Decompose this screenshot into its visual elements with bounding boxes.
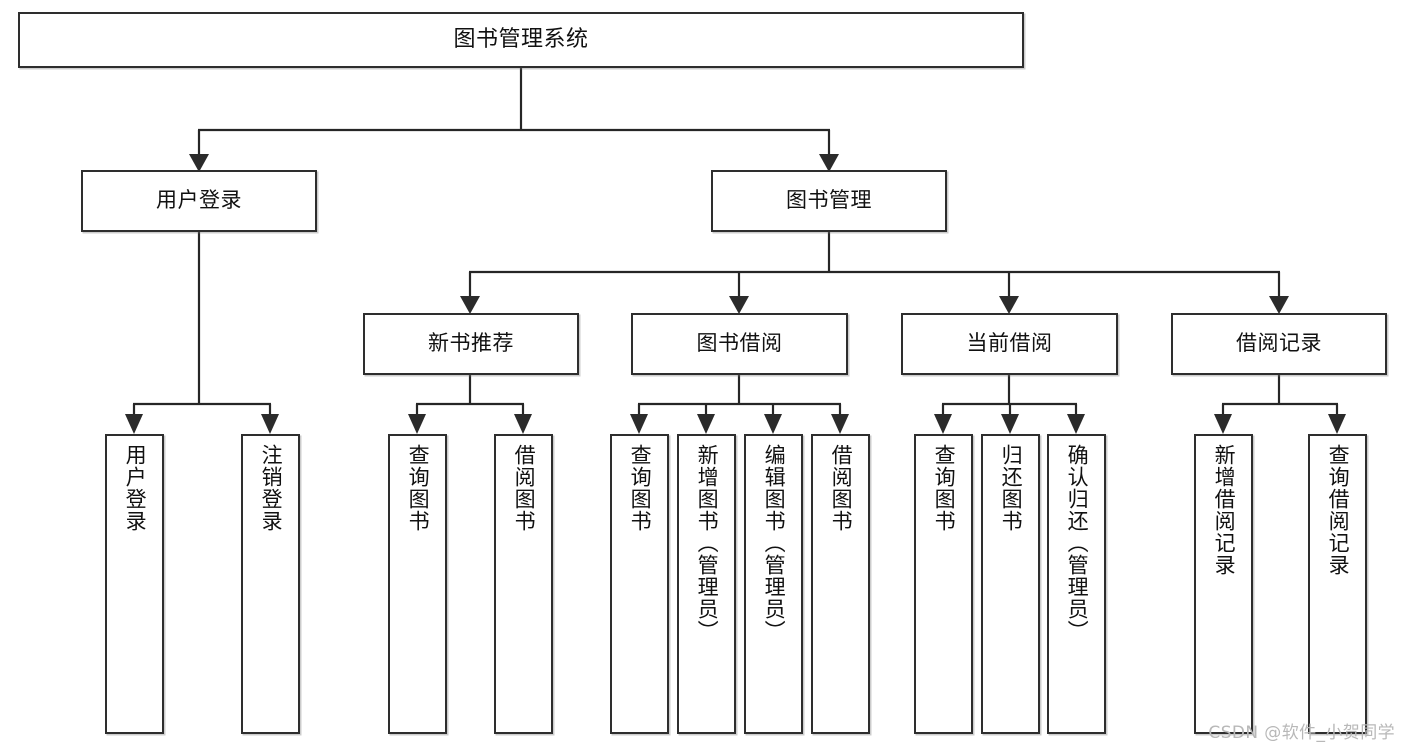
leaf-current-borrow-return-book[interactable]: 归还图书 xyxy=(981,434,1040,734)
leaf-book-borrow-add-book[interactable]: 新增图书（管理员） xyxy=(677,434,736,734)
node-label: 新书推荐 xyxy=(428,331,514,356)
node-label: 查询图书 xyxy=(932,444,957,532)
arrowhead-leaf-user-login xyxy=(125,414,143,434)
node-label: 用户登录 xyxy=(123,444,148,532)
arrowhead-leaf-bb-query xyxy=(630,414,648,434)
node-label: 确认归还（管理员） xyxy=(1065,444,1090,642)
leaf-book-borrow-query-book[interactable]: 查询图书 xyxy=(610,434,669,734)
node-label: 当前借阅 xyxy=(966,331,1053,356)
node-root-library-management-system[interactable]: 图书管理系统 xyxy=(18,12,1024,68)
node-borrow-record[interactable]: 借阅记录 xyxy=(1171,313,1387,375)
arrowhead-current-borrow xyxy=(999,296,1019,314)
leaf-current-borrow-query-book[interactable]: 查询图书 xyxy=(914,434,973,734)
arrowhead-book-borrow xyxy=(729,296,749,314)
leaf-new-book-borrow-book[interactable]: 借阅图书 xyxy=(494,434,553,734)
node-label: 查询借阅记录 xyxy=(1326,444,1351,576)
arrowhead-leaf-br-add xyxy=(1214,414,1232,434)
node-new-book-recommend[interactable]: 新书推荐 xyxy=(363,313,579,375)
watermark-text: CSDN @软件_小贺同学 xyxy=(1208,723,1395,743)
arrowhead-leaf-cb-query xyxy=(934,414,952,434)
node-label: 借阅图书 xyxy=(829,444,854,532)
node-label: 归还图书 xyxy=(999,444,1024,532)
node-label: 用户登录 xyxy=(156,188,242,213)
leaf-new-book-query-book[interactable]: 查询图书 xyxy=(388,434,447,734)
arrowhead-leaf-logout xyxy=(261,414,279,434)
leaf-current-borrow-confirm-return[interactable]: 确认归还（管理员） xyxy=(1047,434,1106,734)
node-label: 编辑图书（管理员） xyxy=(762,444,787,642)
arrowhead-leaf-nb-query xyxy=(408,414,426,434)
arrowhead-borrow-record xyxy=(1269,296,1289,314)
node-label: 借阅图书 xyxy=(512,444,537,532)
leaf-borrow-record-add-record[interactable]: 新增借阅记录 xyxy=(1194,434,1253,734)
arrowhead-leaf-cb-return xyxy=(1001,414,1019,434)
node-label: 查询图书 xyxy=(628,444,653,532)
arrowhead-leaf-br-query xyxy=(1328,414,1346,434)
node-label: 图书借阅 xyxy=(696,331,783,356)
arrowhead-new-book xyxy=(460,296,480,314)
arrowhead-leaf-cb-confirm xyxy=(1067,414,1085,434)
leaf-logout[interactable]: 注销登录 xyxy=(241,434,300,734)
arrowhead-leaf-bb-add xyxy=(697,414,715,434)
arrowhead-leaf-nb-borrow xyxy=(514,414,532,434)
node-label: 图书管理 xyxy=(786,188,872,213)
node-label: 新增借阅记录 xyxy=(1212,444,1237,576)
node-label: 查询图书 xyxy=(406,444,431,532)
leaf-book-borrow-edit-book[interactable]: 编辑图书（管理员） xyxy=(744,434,803,734)
node-label: 新增图书（管理员） xyxy=(695,444,720,642)
node-book-borrow[interactable]: 图书借阅 xyxy=(631,313,848,375)
leaf-user-login[interactable]: 用户登录 xyxy=(105,434,164,734)
arrowhead-leaf-bb-edit xyxy=(764,414,782,434)
node-label: 注销登录 xyxy=(259,444,284,532)
leaf-borrow-record-query-record[interactable]: 查询借阅记录 xyxy=(1308,434,1367,734)
node-book-management[interactable]: 图书管理 xyxy=(711,170,947,232)
leaf-book-borrow-borrow-book[interactable]: 借阅图书 xyxy=(811,434,870,734)
node-current-borrow[interactable]: 当前借阅 xyxy=(901,313,1118,375)
arrowhead-leaf-bb-borrow xyxy=(831,414,849,434)
node-label: 图书管理系统 xyxy=(453,26,589,52)
node-user-login[interactable]: 用户登录 xyxy=(81,170,317,232)
node-label: 借阅记录 xyxy=(1236,331,1322,356)
